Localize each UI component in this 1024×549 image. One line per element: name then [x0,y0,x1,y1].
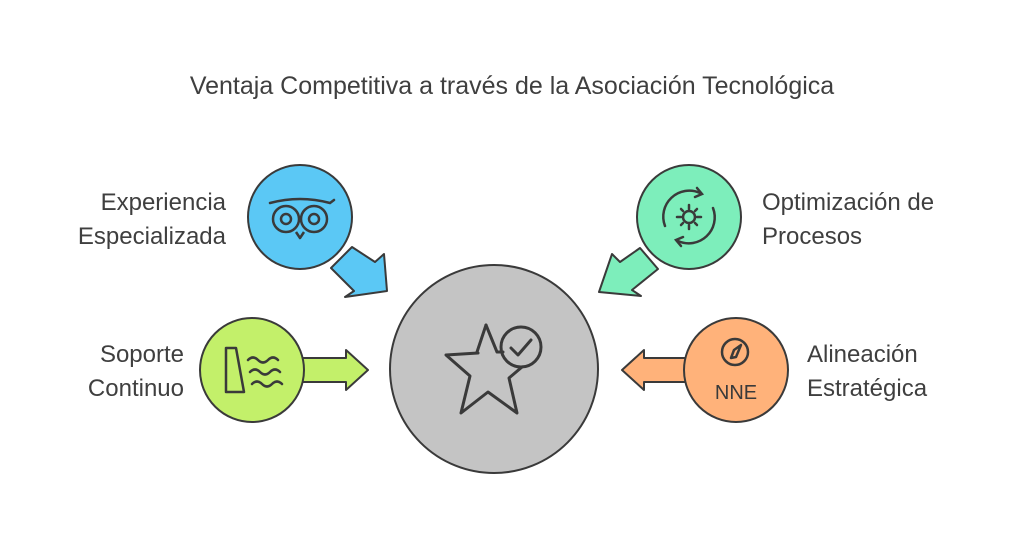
node-alineacion-circle [683,317,789,423]
arrow-soporte [299,349,369,391]
star-check-icon [444,323,543,415]
compass-badge: NNE [715,382,757,404]
label-line: Soporte [99,341,184,368]
owl-eyes-icon [268,197,336,240]
gear-refresh-icon [662,186,716,248]
node-optimizacion-circle [636,164,742,270]
arrow-alineacion [621,349,691,391]
label-line: Continuo [87,375,184,402]
label-alineacion: Alineación Estratégica [807,338,927,406]
label-soporte: Soporte Continuo [88,338,184,406]
label-line: Alineación [807,341,918,368]
label-line: Procesos [762,223,863,250]
label-line: Estratégica [807,375,928,402]
compass-icon [720,337,750,367]
label-line: Optimización de [762,189,935,216]
label-line: Especializada [77,223,226,250]
label-experiencia: Experiencia Especializada [78,186,226,254]
diagram-title: Ventaja Competitiva a través de la Asoci… [189,72,835,100]
label-line: Experiencia [100,189,226,216]
label-optimizacion: Optimización de Procesos [762,186,934,254]
dam-water-icon [224,346,284,394]
arrow-optimizacion [598,247,659,297]
center-circle [389,264,599,474]
arrow-experiencia [330,246,388,298]
